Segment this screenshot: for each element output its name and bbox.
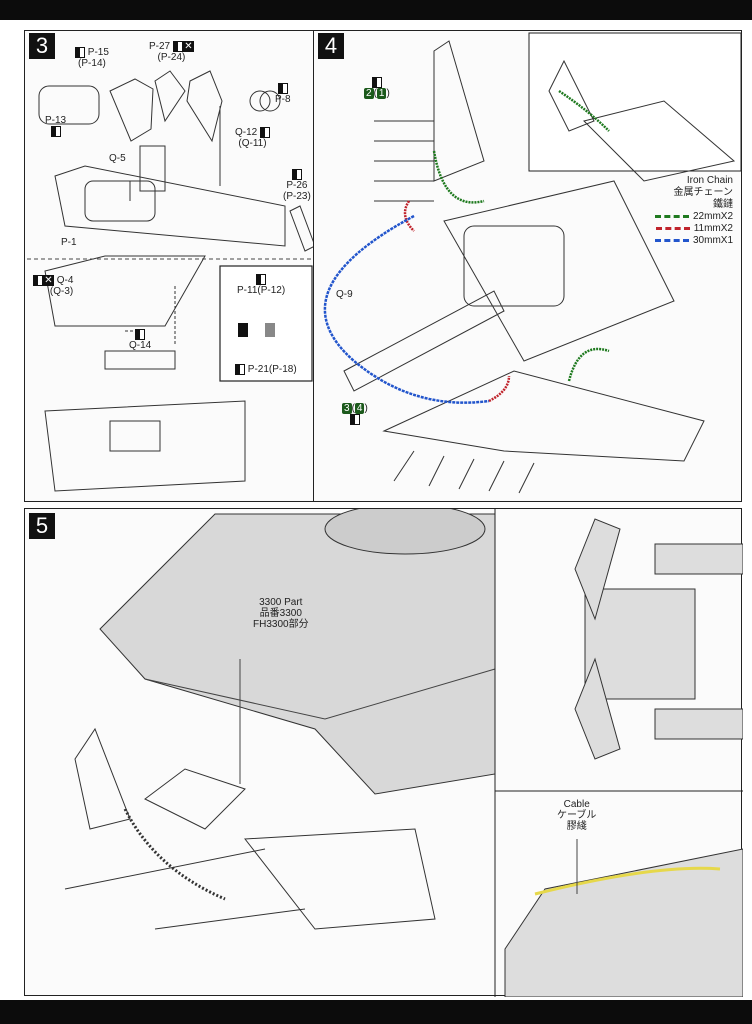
paint-icon: [371, 77, 382, 88]
paint-icon: [33, 275, 43, 286]
step-5-drawing: [64, 509, 743, 997]
part-label-p15: P-15(P-14): [75, 47, 109, 69]
cross-box-icon: ✕: [182, 41, 194, 52]
legend-item: 30mmX1: [654, 235, 733, 247]
part-label-p26: P-26(P-23): [283, 169, 311, 202]
bottom-border: [0, 1000, 752, 1024]
legend-item: 22mmX2: [654, 211, 733, 223]
step-number: 4: [318, 33, 344, 59]
callout-3-4: 3(4): [342, 403, 368, 425]
paint-icon: [256, 274, 267, 285]
part-label-p21: P-21(P-18): [235, 364, 297, 375]
cross-box-icon: ✕: [43, 275, 54, 286]
part-label-q4: ✕ Q-4 (Q-3): [33, 275, 73, 297]
step-number: 3: [29, 33, 55, 59]
part-label-p27: P-27 ✕(P-24): [149, 41, 194, 64]
legend-item: 11mmX2: [655, 223, 733, 235]
paint-icon: [172, 41, 183, 52]
paint-icon: [50, 126, 61, 137]
legend-title-jp: 金属チェーン: [673, 187, 734, 198]
paint-icon: [135, 329, 146, 340]
paint-icon: [260, 127, 271, 138]
step-3-panel: 3 P-15(P-14) P-27 ✕(P-24) P-8 P-13 Q-12 …: [24, 30, 315, 502]
part-label-p1: P-1: [61, 237, 77, 248]
part-label-q5: Q-5: [109, 153, 126, 164]
iron-chain-legend: Iron Chain 金属チェーン 鐵鏈 22mmX2 11mmX2 30mmX…: [654, 175, 734, 247]
part-label-p11: P-11(P-12): [237, 274, 285, 296]
paint-icon: [235, 364, 245, 375]
step-number: 5: [29, 513, 55, 539]
step-3-drawing: [27, 70, 315, 492]
paint-icon: [75, 47, 85, 58]
paint-icon: [291, 169, 302, 180]
part-label-p13: P-13: [45, 115, 66, 137]
legend-title-cn: 鐵鏈: [713, 199, 733, 210]
step-4-drawing: [323, 32, 742, 494]
callout-2-1: 2(1): [364, 77, 390, 100]
paint-icon: [349, 414, 360, 425]
paint-icon: [277, 83, 288, 94]
legend-title: Iron Chain: [686, 175, 733, 186]
part-label-q9: Q-9: [336, 289, 353, 300]
step-4-panel: 4 2(1) Q-9 3(4) Iron Chain 金属チェーン 鐵鏈 22m…: [313, 30, 742, 502]
top-border: [0, 0, 752, 20]
part-label-p8: P-8: [275, 83, 291, 105]
part-label-q14: Q-14: [129, 329, 151, 351]
part-label-q12: Q-12 (Q-11): [235, 127, 271, 149]
